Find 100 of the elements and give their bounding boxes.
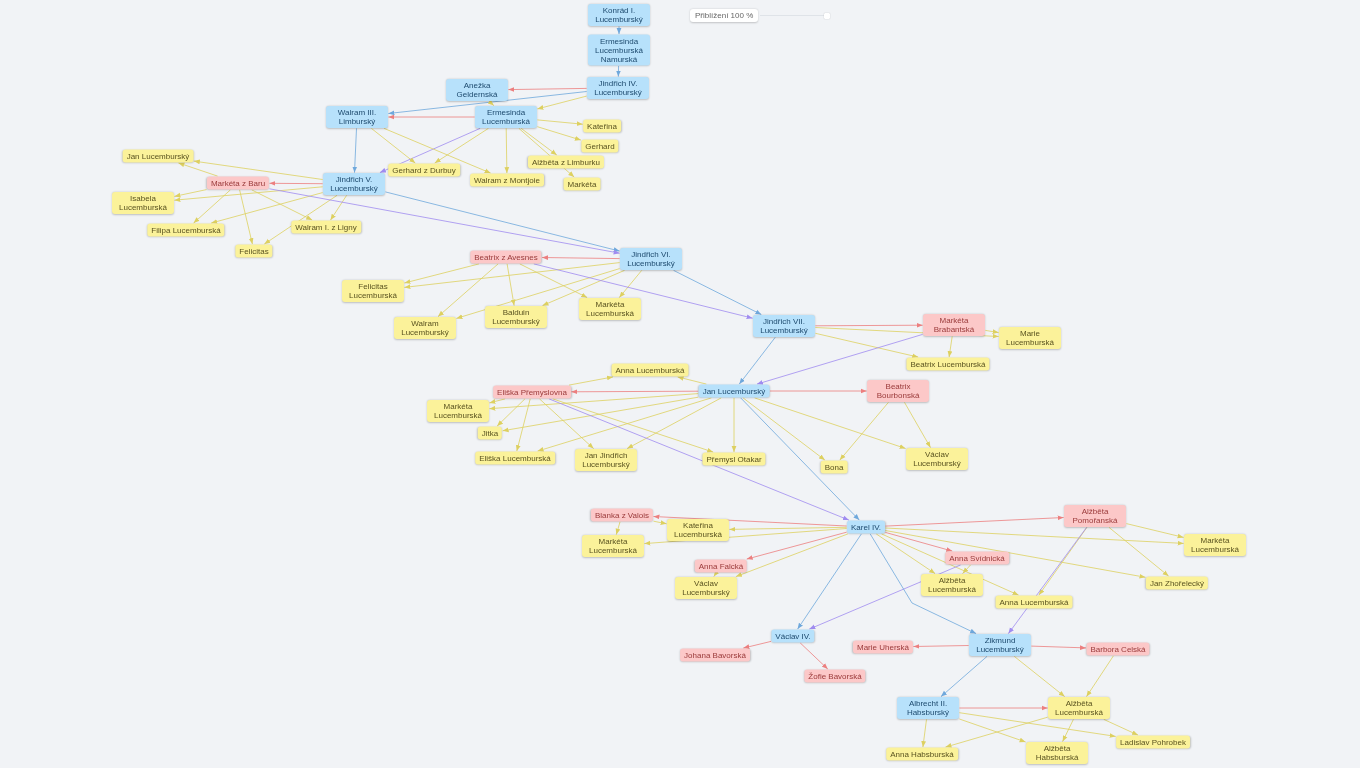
person-card	[1064, 505, 1126, 527]
person-card	[475, 106, 537, 128]
relation-arrow	[487, 99, 495, 106]
person-name: Gerhard	[585, 141, 615, 151]
person-card	[528, 155, 604, 169]
person-name: Markéta Lucemburská	[588, 537, 638, 555]
person-card	[611, 363, 689, 377]
person-name: Anna Falcká	[698, 561, 744, 571]
person-name: Václav Lucemburský	[912, 450, 962, 468]
person-card	[579, 298, 641, 320]
person-name: Žofie Bavorská	[808, 671, 862, 681]
person-name: Kateřina	[587, 121, 617, 131]
person-card	[847, 520, 885, 534]
person-card	[470, 250, 542, 264]
person-card	[923, 314, 985, 336]
person-card	[1086, 642, 1150, 656]
person-name: Walram Lucemburský	[400, 319, 450, 337]
person-card	[493, 385, 571, 399]
person-name: Markéta z Baru	[210, 178, 266, 188]
person-card	[820, 460, 848, 474]
person-name: Anna Svídnická	[949, 553, 1005, 563]
person-name: Beatrix Bourbonská	[875, 382, 921, 400]
person-name: Barbora Celská	[1090, 644, 1146, 654]
person-name: Jan Lucemburský	[702, 386, 766, 396]
person-card	[694, 559, 748, 573]
person-name: Markéta Brabantská	[932, 316, 976, 334]
person-name: Marie Uherská	[857, 642, 909, 652]
person-card	[853, 640, 913, 654]
person-card	[897, 697, 959, 719]
person-card	[906, 448, 968, 470]
person-name: Jindřich VII. Lucemburský	[759, 317, 809, 335]
person-card	[581, 139, 619, 153]
person-name: Jindřich VI. Lucemburský	[626, 250, 676, 268]
person-name: Alžběta Lucemburská	[927, 576, 977, 594]
person-name: Marie Lucemburská	[1005, 329, 1055, 347]
person-card	[804, 669, 866, 683]
person-name: Felicitas	[239, 246, 269, 256]
person-card	[147, 223, 225, 237]
relation-arrow	[616, 26, 622, 35]
person-card	[588, 4, 650, 26]
person-name: Markéta Lucemburská	[585, 300, 635, 318]
person-card	[886, 747, 958, 761]
person-card	[921, 574, 983, 596]
person-card	[680, 648, 750, 662]
person-name: Konrád I. Lucemburský	[594, 6, 644, 24]
person-name: Beatrix Lucemburská	[910, 359, 986, 369]
person-name: Markéta Lucemburská	[433, 402, 483, 420]
person-card	[446, 79, 508, 101]
person-name: Albrecht II. Habsburský	[905, 699, 951, 717]
person-name: Beatrix z Avesnes	[474, 252, 538, 262]
person-name: Eliška Lucemburská	[479, 453, 551, 463]
person-name: Zikmund Lucemburský	[975, 636, 1025, 654]
person-name: Jan Zhořelecký	[1149, 578, 1205, 588]
person-name: Přemysl Otakar	[706, 454, 762, 464]
person-card	[122, 149, 194, 163]
person-card	[475, 451, 555, 465]
person-name: Alžběta Lucemburská	[1054, 699, 1104, 717]
person-card	[667, 519, 729, 541]
person-name: Bona	[824, 462, 844, 472]
person-name: Václav IV.	[775, 631, 811, 641]
person-card	[235, 244, 273, 258]
person-card	[1145, 576, 1209, 590]
person-name: Eliška Přemyslovna	[497, 387, 567, 397]
person-card	[1184, 534, 1246, 556]
person-card	[995, 595, 1073, 609]
person-card	[477, 426, 503, 440]
person-card	[342, 280, 404, 302]
person-card	[323, 173, 385, 195]
person-name: Markéta Lucemburská	[1190, 536, 1240, 554]
person-card	[906, 357, 990, 371]
person-name: Walram III. Limburský	[336, 108, 378, 126]
person-name: Jindřich IV. Lucemburský	[593, 79, 643, 97]
person-card	[675, 577, 737, 599]
person-card	[470, 173, 544, 187]
person-card	[753, 315, 815, 337]
person-card	[485, 306, 547, 328]
person-name: Karel IV.	[851, 522, 881, 532]
person-card	[620, 248, 682, 270]
person-name: Ladislav Pohrobek	[1120, 737, 1186, 747]
person-name: Alžběta Pomořanská	[1071, 507, 1119, 525]
person-name: Kateřina Lucemburská	[673, 521, 723, 539]
person-card	[867, 380, 929, 402]
person-card	[588, 34, 650, 66]
person-name: Anežka Geldernská	[455, 81, 499, 99]
person-card	[427, 400, 489, 422]
person-name: Anna Habsburská	[890, 749, 954, 759]
person-name: Alžběta Habsburská	[1034, 744, 1080, 762]
slider-label: Přiblížení 100 %	[690, 9, 759, 22]
person-name: Walram I. z Ligny	[295, 222, 357, 232]
person-card	[388, 163, 460, 177]
person-name: Balduin Lucemburský	[491, 308, 541, 326]
person-card	[112, 192, 174, 214]
person-name: Walram z Montjoie	[474, 175, 540, 185]
person-card	[1048, 697, 1110, 719]
person-name: Ermesinda Lucemburská Namurská	[594, 36, 644, 64]
person-card	[1026, 742, 1088, 764]
person-card	[575, 449, 637, 471]
person-card	[945, 551, 1009, 565]
person-name: Felicitas Lucemburská	[348, 282, 398, 300]
person-card	[582, 535, 644, 557]
